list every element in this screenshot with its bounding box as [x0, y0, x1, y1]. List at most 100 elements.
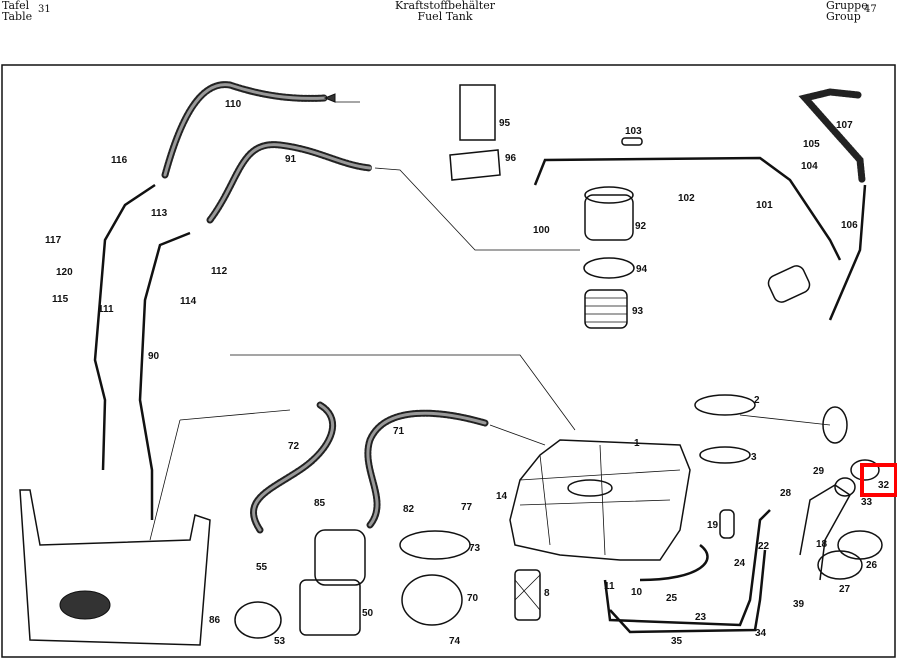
label-91: 91: [285, 154, 297, 165]
label-74: 74: [449, 636, 461, 647]
pump-50: [299, 529, 366, 636]
label-22: 22: [758, 541, 770, 552]
hose-71: [364, 409, 489, 529]
arrow-icon: [323, 93, 336, 103]
label-70: 70: [467, 593, 479, 604]
label-93: 93: [632, 306, 644, 317]
page-title: Kraftstoffbehälter Fuel Tank: [360, 0, 530, 22]
label-19: 19: [707, 520, 719, 531]
shield-86: [19, 489, 211, 646]
group-label: Gruppe Group: [826, 0, 868, 22]
group-label-en: Group: [826, 10, 861, 23]
title-de: Kraftstoffbehälter: [395, 0, 495, 12]
label-82: 82: [403, 504, 415, 515]
label-117: 117: [45, 235, 62, 246]
label-95: 95: [499, 118, 511, 129]
label-34: 34: [755, 628, 767, 639]
label-23: 23: [695, 612, 707, 623]
hose-91: [206, 141, 374, 224]
title-en: Fuel Tank: [417, 10, 473, 23]
group-number: 47: [864, 4, 877, 15]
label-14: 14: [496, 491, 508, 502]
label-39: 39: [793, 599, 805, 610]
label-86: 86: [209, 615, 221, 626]
label-116: 116: [111, 155, 128, 166]
label-92: 92: [635, 221, 647, 232]
ring-27: [817, 550, 863, 580]
label-112: 112: [211, 266, 228, 277]
label-50: 50: [362, 608, 374, 619]
pump-106: [767, 265, 811, 303]
label-73: 73: [469, 543, 481, 554]
label-85: 85: [314, 498, 326, 509]
label-8: 8: [544, 588, 550, 599]
label-102: 102: [678, 193, 695, 204]
label-32: 32: [878, 480, 890, 491]
part-103: [621, 137, 643, 146]
label-90: 90: [148, 351, 160, 362]
label-10: 10: [631, 587, 643, 598]
label-111: 111: [98, 304, 114, 315]
cap-32: [850, 459, 880, 481]
seal-53: [234, 601, 282, 639]
fuel-lines: [93, 156, 867, 634]
label-101: 101: [756, 200, 773, 211]
gasket-3: [699, 446, 751, 464]
clamp-73: [399, 530, 471, 560]
label-3: 3: [751, 452, 757, 463]
label-110: 110: [225, 99, 242, 110]
part-labels: 110 116 113 91 95 96 103 107 105 104 102…: [45, 99, 890, 647]
label-120: 120: [56, 267, 73, 278]
label-72: 72: [288, 441, 300, 452]
hose-19: [719, 509, 735, 539]
label-35: 35: [671, 636, 683, 647]
shield-hole: [59, 590, 111, 620]
pipe-107: [798, 88, 866, 184]
label-103: 103: [625, 126, 642, 137]
label-24: 24: [734, 558, 746, 569]
label-94: 94: [636, 264, 648, 275]
label-26: 26: [866, 560, 878, 571]
seal-ring-94: [583, 257, 635, 279]
filter-element-93: [584, 289, 628, 329]
fuel-tank: [509, 439, 691, 561]
label-77: 77: [461, 502, 473, 513]
label-114: 114: [180, 296, 197, 307]
label-106: 106: [841, 220, 858, 231]
table-label: Tafel Table: [2, 0, 32, 22]
sender-unit-2: [694, 394, 848, 444]
diagram-frame: [1, 64, 896, 658]
strainer-8: [514, 569, 541, 621]
label-11: 11: [604, 581, 615, 592]
plate-96: [449, 149, 501, 181]
label-55: 55: [256, 562, 268, 573]
label-96: 96: [505, 153, 517, 164]
label-29: 29: [813, 466, 825, 477]
table-number: 31: [38, 4, 51, 15]
hose-110: [161, 81, 329, 179]
label-53: 53: [274, 636, 286, 647]
filler-neck-18: [799, 484, 851, 581]
label-107: 107: [836, 120, 853, 131]
label-33: 33: [861, 497, 873, 508]
label-71: 71: [393, 426, 405, 437]
table-label-de: Tafel: [2, 0, 30, 12]
label-1: 1: [634, 438, 640, 449]
table-label-en: Table: [2, 10, 33, 23]
filter-92: [584, 186, 634, 241]
label-104: 104: [801, 161, 818, 172]
leader-lines: [149, 101, 580, 541]
label-115: 115: [52, 294, 69, 305]
hose-72: [250, 401, 336, 534]
label-28: 28: [780, 488, 792, 499]
highlight-box-part-32: [860, 463, 897, 497]
group-label-de: Gruppe: [826, 0, 868, 12]
ring-26: [837, 530, 883, 560]
label-27: 27: [839, 584, 851, 595]
label-2: 2: [754, 395, 760, 406]
label-18: 18: [816, 539, 828, 550]
label-25: 25: [666, 593, 678, 604]
label-105: 105: [803, 139, 820, 150]
label-100: 100: [533, 225, 550, 236]
